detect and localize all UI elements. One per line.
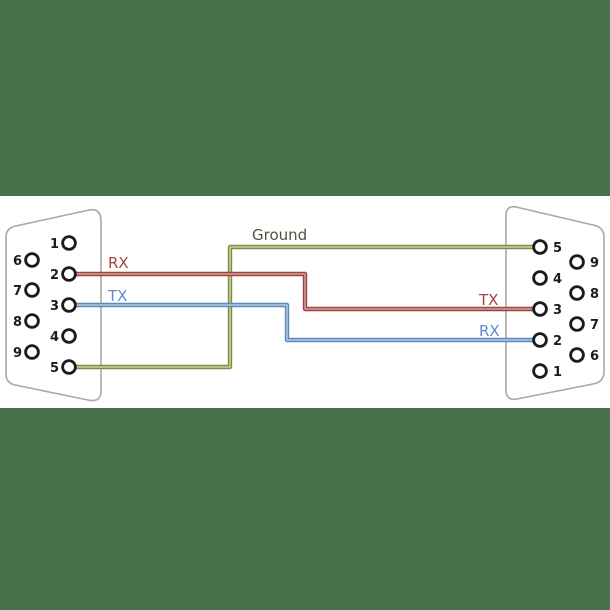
left-pin-8-circle bbox=[24, 313, 40, 329]
right-pin-7-number: 7 bbox=[590, 318, 599, 333]
right-rx-label: RX bbox=[479, 322, 500, 340]
right-pin-5-number: 5 bbox=[553, 241, 562, 256]
left-pin-4-number: 4 bbox=[50, 330, 59, 345]
right-pin-9-circle bbox=[569, 254, 585, 270]
right-pin-7-circle bbox=[569, 316, 585, 332]
left-pin-4-circle bbox=[61, 328, 77, 344]
left-pin-6-number: 6 bbox=[13, 254, 22, 269]
right-pin-1-circle bbox=[532, 363, 548, 379]
right-pin-8-number: 8 bbox=[590, 287, 599, 302]
left-pin-2-number: 2 bbox=[50, 268, 59, 283]
diagram-panel: 1 2 3 4 5 6 7 8 9 5 4 3 2 1 9 bbox=[0, 196, 610, 408]
right-pin-5-circle bbox=[532, 239, 548, 255]
right-pin-4-number: 4 bbox=[553, 272, 562, 287]
right-pin-6-number: 6 bbox=[590, 349, 599, 364]
left-pin-9-circle bbox=[24, 344, 40, 360]
null-modem-wiring-diagram: 1 2 3 4 5 6 7 8 9 5 4 3 2 1 9 bbox=[5, 205, 605, 402]
right-pin-8-circle bbox=[569, 285, 585, 301]
right-pin-1-number: 1 bbox=[553, 365, 562, 380]
left-rx-label: RX bbox=[108, 254, 129, 272]
right-pin-6-circle bbox=[569, 347, 585, 363]
right-tx-label: TX bbox=[478, 291, 498, 309]
right-pin-2-circle bbox=[532, 332, 548, 348]
right-pin-9-number: 9 bbox=[590, 256, 599, 271]
left-connector-shell bbox=[5, 208, 102, 402]
right-pin-3-circle bbox=[532, 301, 548, 317]
right-connector-shell bbox=[505, 205, 605, 401]
left-pin-6-circle bbox=[24, 252, 40, 268]
left-pin-7-number: 7 bbox=[13, 284, 22, 299]
left-tx-label: TX bbox=[107, 287, 127, 305]
left-pin-3-circle bbox=[61, 297, 77, 313]
left-pin-5-number: 5 bbox=[50, 361, 59, 376]
ground-label: Ground bbox=[252, 226, 307, 244]
right-pin-3-number: 3 bbox=[553, 303, 562, 318]
left-pin-5-circle bbox=[61, 359, 77, 375]
rx-tx-red-wire-core bbox=[76, 273, 533, 310]
right-pin-2-number: 2 bbox=[553, 334, 562, 349]
left-pin-1-number: 1 bbox=[50, 237, 59, 252]
left-pin-7-circle bbox=[24, 282, 40, 298]
left-pin-8-number: 8 bbox=[13, 315, 22, 330]
left-pin-9-number: 9 bbox=[13, 346, 22, 361]
left-pin-3-number: 3 bbox=[50, 299, 59, 314]
left-pin-2-circle bbox=[61, 266, 77, 282]
tx-rx-blue-wire-core bbox=[76, 304, 533, 341]
left-pin-1-circle bbox=[61, 235, 77, 251]
right-pin-4-circle bbox=[532, 270, 548, 286]
